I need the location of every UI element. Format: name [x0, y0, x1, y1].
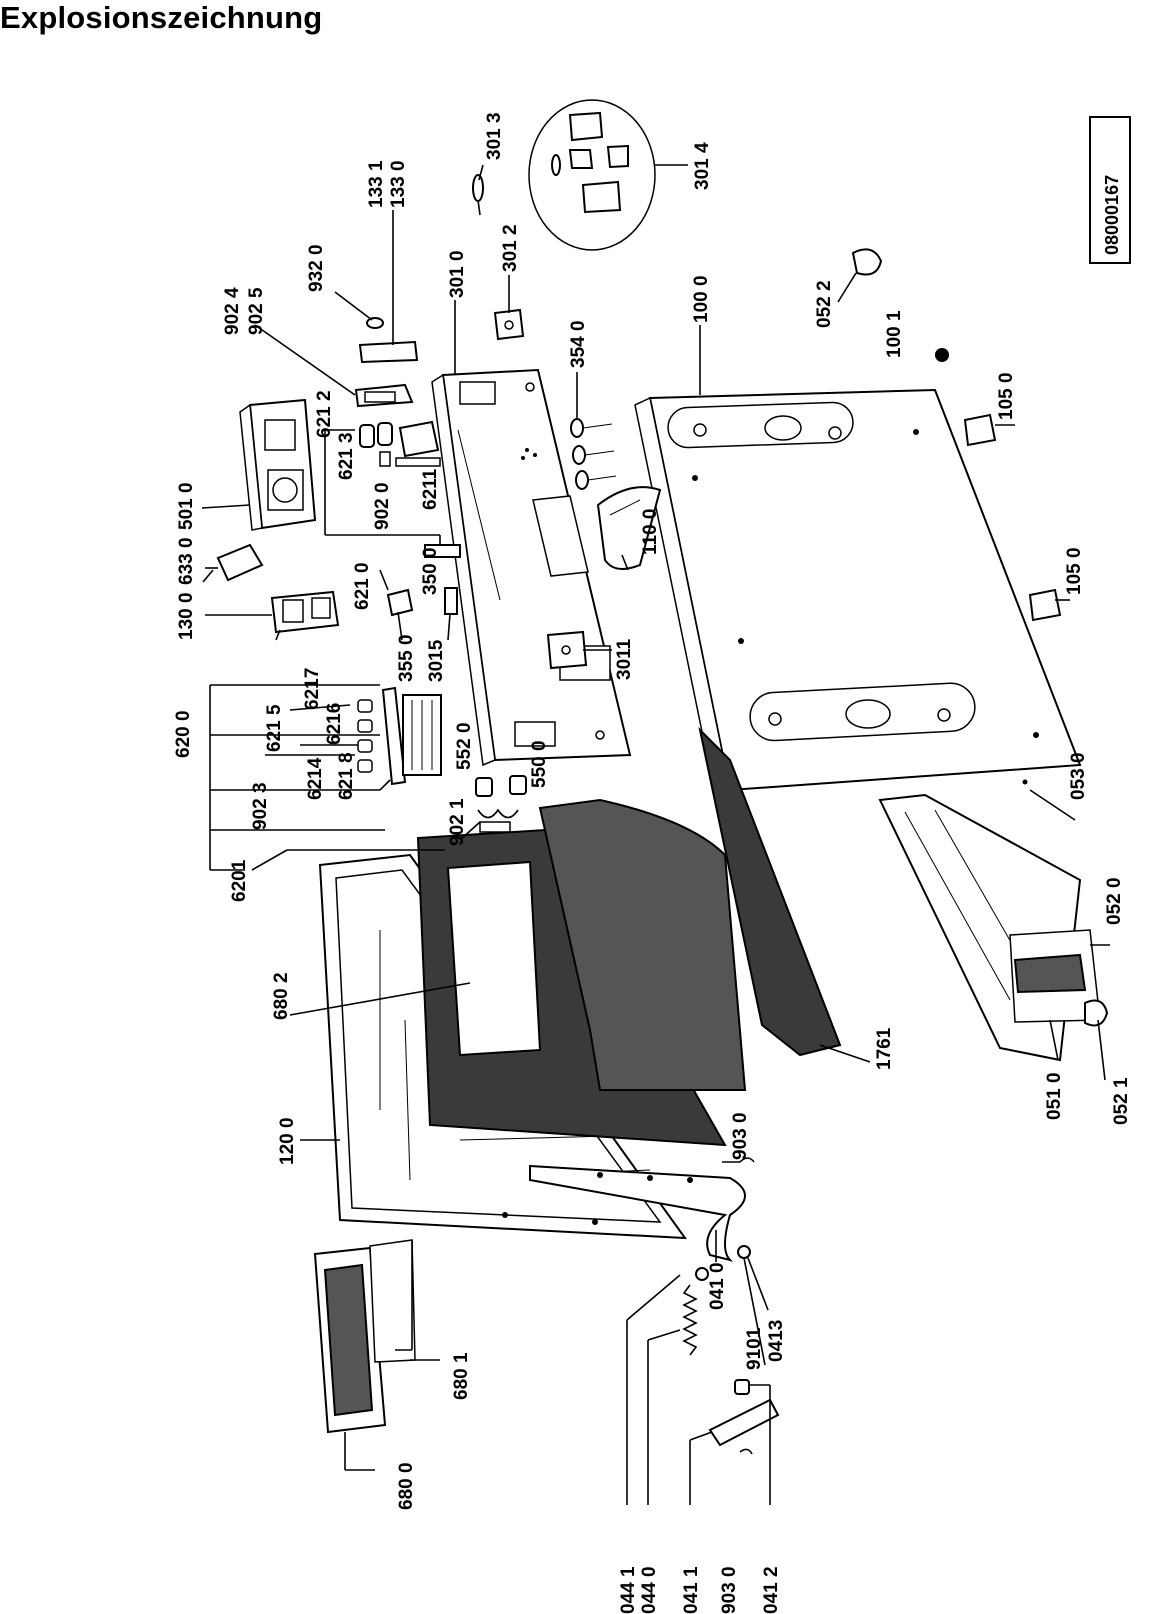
label-3012: 301 2: [500, 224, 521, 272]
label-6801: 680 1: [451, 1352, 472, 1400]
label-1050-top: 105 0: [996, 372, 1017, 420]
label-6217: 6217: [302, 668, 323, 710]
label-9024: 902 4: [222, 287, 243, 335]
label-1100: 110 0: [640, 509, 661, 556]
part-switches: [379, 544, 461, 617]
label-0411: 041 1: [681, 1566, 702, 1614]
label-9021: 902 1: [447, 798, 468, 846]
part-hinge: [529, 1164, 746, 1262]
label-6200: 620 0: [173, 710, 194, 758]
part-side-rail: [878, 793, 1101, 1062]
label-9025: 902 5: [246, 287, 267, 335]
label-6802: 680 2: [271, 972, 292, 1020]
label-6330: 633 0: [176, 537, 197, 585]
label-3013: 301 3: [484, 112, 505, 160]
part-5520-5500: [475, 775, 527, 833]
label-6214: 6214: [305, 757, 326, 800]
label-0412: 041 2: [761, 1566, 782, 1614]
label-6201: 6201: [229, 859, 250, 902]
label-3014: 301 4: [692, 142, 713, 190]
part-1761-strip: [698, 726, 842, 1057]
label-1000: 100 0: [691, 275, 712, 323]
label-5520: 552 0: [454, 722, 475, 770]
part-door-lock: [270, 590, 340, 641]
label-9023: 902 3: [250, 782, 271, 830]
part-6800-box: [313, 1239, 416, 1434]
part-3011: [546, 630, 588, 670]
label-6212: 621 2: [314, 390, 335, 438]
label-3540: 354 0: [568, 320, 589, 368]
label-6218: 621 8: [336, 752, 357, 800]
label-3550: 355 0: [396, 634, 417, 682]
page-title: Explosionszeichnung: [0, 0, 323, 35]
part-knobs: [359, 420, 441, 467]
label-6210: 621 0: [352, 562, 373, 610]
label-6800: 680 0: [396, 1462, 417, 1510]
label-0510: 051 0: [1044, 1072, 1065, 1120]
part-3014-detail: [528, 99, 656, 251]
part-terminal-strip: [357, 686, 442, 786]
label-1200: 120 0: [277, 1117, 298, 1165]
label-0441: 044 1: [618, 1566, 639, 1614]
label-1331: 133 1: [366, 160, 387, 208]
label-3011: 3011: [614, 638, 635, 680]
label-9320: 932 0: [306, 244, 327, 292]
part-feet: [935, 348, 1062, 622]
label-6211: 6211: [420, 468, 441, 510]
label-1001: 100 1: [884, 310, 905, 358]
label-0413: 0413: [766, 1320, 787, 1362]
leader-lines: [201, 164, 1110, 1505]
label-0440: 044 0: [639, 1566, 660, 1614]
part-3012: [493, 308, 525, 341]
label-3500: 350 0: [420, 547, 441, 595]
label-9020: 902 0: [372, 482, 393, 530]
label-9101: 9101: [744, 1327, 765, 1370]
label-0520: 052 0: [1104, 877, 1125, 925]
label-0410: 041 0: [707, 1262, 728, 1310]
part-9320-bracket: [354, 317, 419, 408]
part-gasket-panel: [538, 798, 747, 1091]
label-1330: 133 0: [388, 160, 409, 208]
part-outer-door-panel: [634, 388, 1082, 796]
part-handle: [596, 486, 662, 570]
label-0530: 053 0: [1068, 752, 1089, 800]
label-9030: 903 0: [730, 1112, 751, 1160]
part-clips: [851, 248, 1109, 1027]
part-programmer: [239, 398, 317, 531]
part-lamps: [570, 418, 617, 490]
part-6330: [202, 543, 264, 583]
part-springs-pins: [682, 1157, 780, 1455]
label-6213: 621 3: [336, 432, 357, 480]
label-1761: 1761: [874, 1027, 895, 1070]
part-labels: 044 1 044 0 041 1 903 0 041 2 680 0 680 …: [173, 112, 1132, 1614]
label-0521: 052 1: [1111, 1077, 1132, 1125]
label-5500: 550 0: [529, 740, 550, 788]
label-6216: 6216: [324, 703, 345, 745]
label-9030-bottom: 903 0: [719, 1566, 740, 1614]
label-5010: 501 0: [176, 482, 197, 530]
label-0522: 052 2: [814, 280, 835, 328]
drawing-number: 08000167: [1102, 175, 1122, 255]
drawing-number-box: 08000167: [1089, 116, 1131, 264]
label-6215: 621 5: [264, 704, 285, 752]
label-3010: 301 0: [447, 250, 468, 298]
part-control-panel: [431, 368, 632, 767]
part-3013: [472, 174, 484, 216]
label-1050-mid: 105 0: [1064, 547, 1085, 595]
label-3015: 3015: [426, 639, 447, 682]
label-1300: 130 0: [176, 592, 197, 640]
